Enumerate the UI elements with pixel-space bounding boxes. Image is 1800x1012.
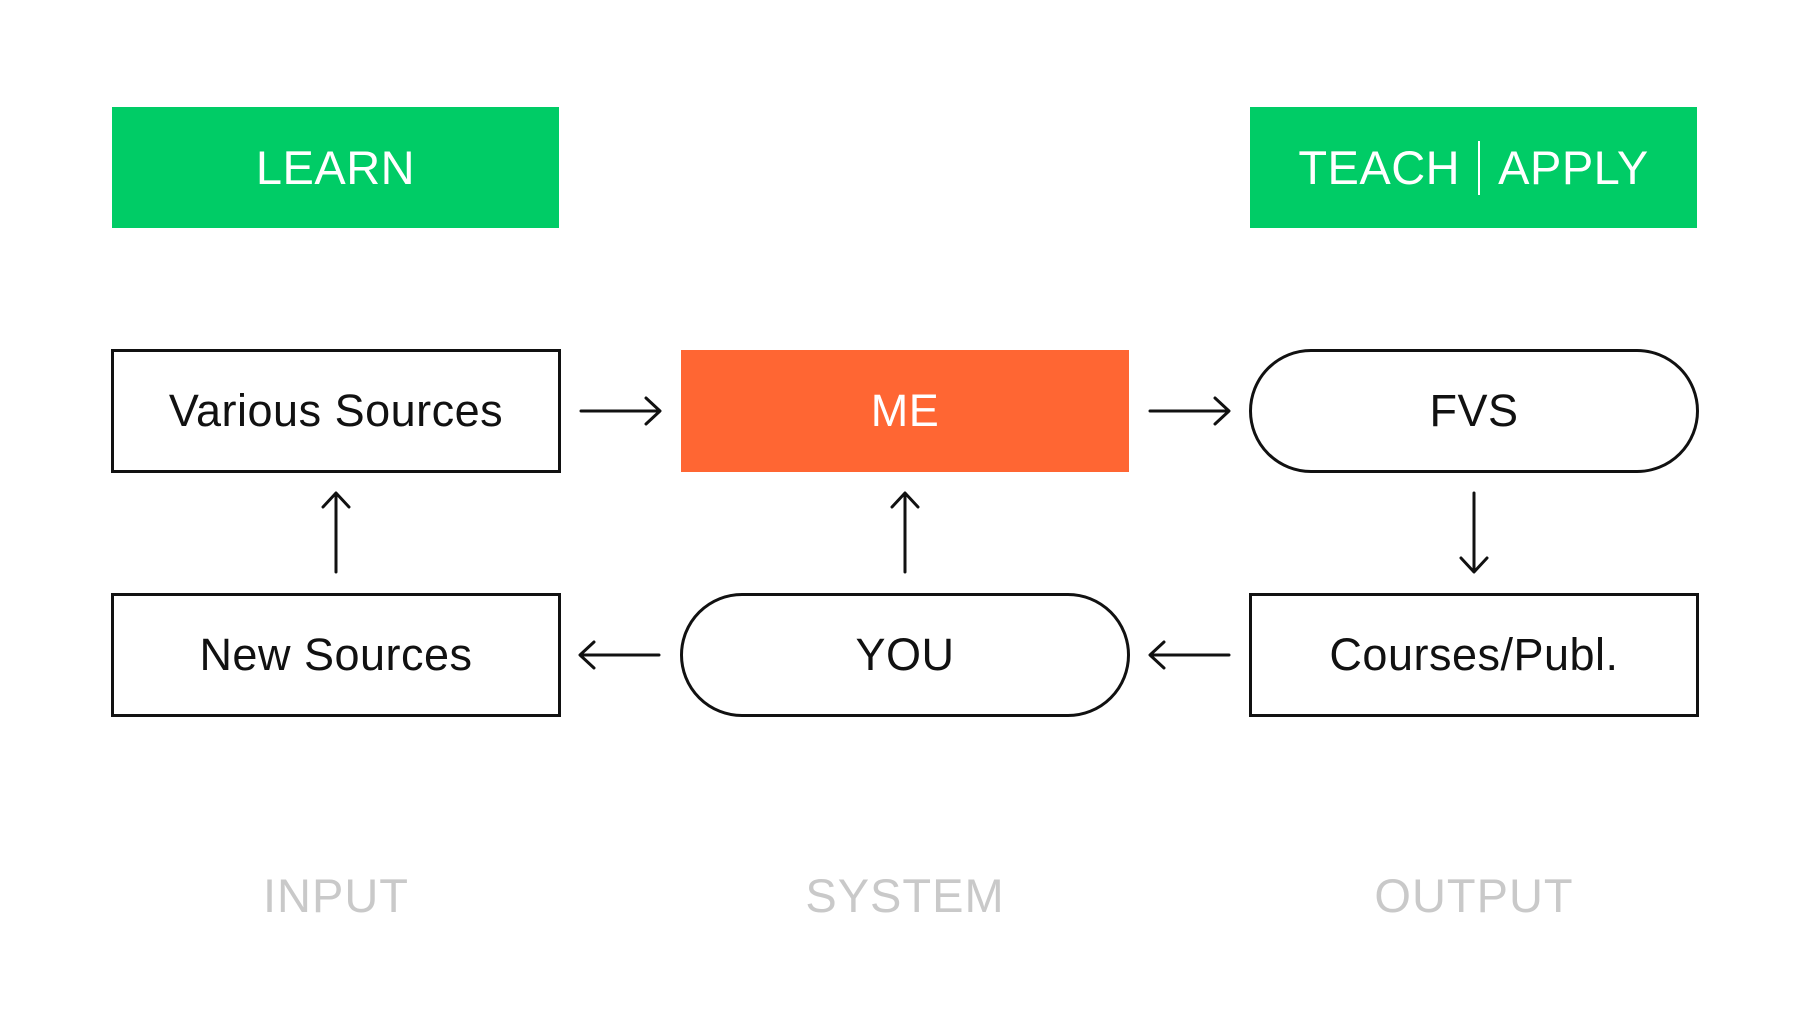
me-label: ME <box>870 385 940 436</box>
various-sources-box: Various Sources <box>111 349 561 473</box>
input-column-label: INPUT <box>263 869 409 922</box>
arrow-right-icon <box>1148 396 1231 426</box>
you-label: YOU <box>855 629 955 680</box>
arrow-up-icon <box>321 491 351 574</box>
arrow-up-icon <box>890 491 920 574</box>
system-column-label: SYSTEM <box>805 869 1005 922</box>
arrow-left-icon <box>578 640 661 670</box>
courses-label: Courses/Publ. <box>1329 629 1619 680</box>
teach-apply-banner: TEACH APPLY <box>1250 107 1697 228</box>
fvs-label: FVS <box>1429 385 1519 436</box>
arrow-down-icon <box>1459 491 1489 574</box>
me-box: ME <box>681 350 1129 472</box>
various-sources-label: Various Sources <box>168 385 504 436</box>
arrow-right-icon <box>579 396 662 426</box>
you-pill: YOU <box>680 593 1130 717</box>
learn-banner: LEARN <box>112 107 559 228</box>
teach-label: TEACH <box>1298 141 1461 194</box>
courses-box: Courses/Publ. <box>1249 593 1699 717</box>
apply-label: APPLY <box>1498 141 1649 194</box>
banner-separator <box>1478 140 1481 195</box>
new-sources-label: New Sources <box>199 629 473 680</box>
fvs-pill: FVS <box>1249 349 1699 473</box>
learn-label: LEARN <box>255 141 416 194</box>
arrow-left-icon <box>1148 640 1231 670</box>
new-sources-box: New Sources <box>111 593 561 717</box>
output-column-label: OUTPUT <box>1374 869 1574 922</box>
